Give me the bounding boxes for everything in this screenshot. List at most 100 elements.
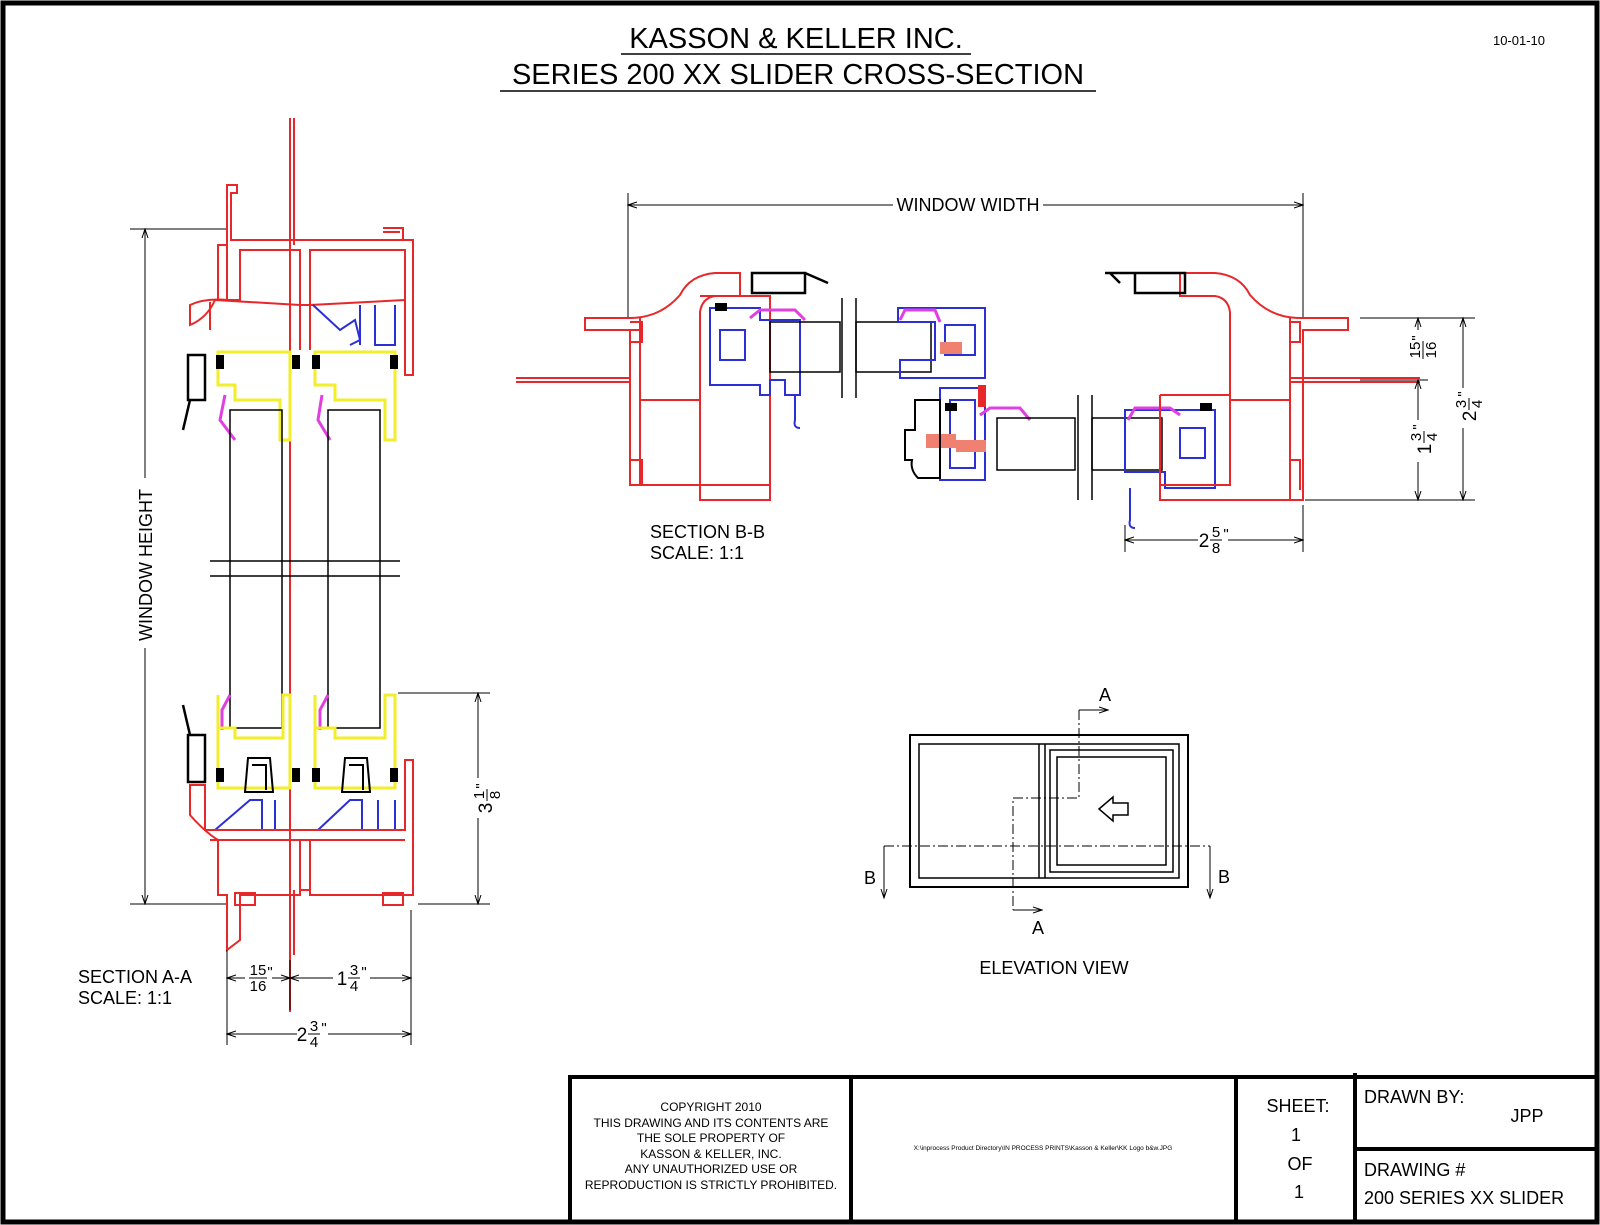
drawing-date: 10-01-10 xyxy=(1493,33,1545,48)
aa-head-gasket-right xyxy=(316,394,332,441)
aa-dim-b-unit: " xyxy=(361,964,366,981)
aa-glass-left xyxy=(229,409,283,729)
aa-dim-a-text: 15 16 " xyxy=(249,962,273,995)
bb-left-weatherstrip xyxy=(715,303,727,311)
aa-sill-gasket-right xyxy=(318,694,330,730)
aa-dim-c-num: 3 xyxy=(310,1018,318,1035)
aa-head-clip xyxy=(181,353,207,431)
bb-left-jamb-frame xyxy=(584,272,771,501)
bb-dim-b-num: 15 xyxy=(1407,342,1424,359)
elevation-view: A A B B ELEVATION VIEW xyxy=(864,685,1230,978)
bb-left-jamb-inner xyxy=(630,295,771,485)
aa-head-weatherstrip-4 xyxy=(390,355,398,369)
bb-dim-c-num: 3 xyxy=(1408,433,1425,441)
bb-dim-c-den: 4 xyxy=(1424,433,1441,441)
aa-sill-weatherstrip-1 xyxy=(216,768,224,782)
aa-dim-b-whole: 1 xyxy=(337,969,348,990)
window-width-label: WINDOW WIDTH xyxy=(897,195,1040,215)
bb-dim-a-unit: " xyxy=(1223,526,1228,543)
copyright-line-3: THE SOLE PROPERTY OF xyxy=(637,1131,785,1145)
aa-head-glazing-left xyxy=(216,350,292,442)
cut-a-top-label: A xyxy=(1099,685,1111,705)
bb-left-sash-blue xyxy=(709,307,801,429)
drawn-by-value: JPP xyxy=(1510,1106,1543,1126)
aa-sill-sash-blue xyxy=(214,799,396,831)
aa-dim-a-den: 16 xyxy=(250,978,267,995)
copyright-line-6: REPRODUCTION IS STRICTLY PROHIBITED. xyxy=(585,1178,837,1192)
bb-meeting-latch xyxy=(978,385,986,407)
bb-meeting-pin-upper xyxy=(940,342,962,354)
aa-dim-a-num: 15 xyxy=(250,962,267,979)
aa-dim-d-unit: " xyxy=(473,783,490,788)
bb-right-gasket xyxy=(1126,406,1181,421)
aa-head-frame xyxy=(189,184,414,376)
aa-sill-glazing-right xyxy=(313,693,397,790)
bb-left-gasket xyxy=(749,308,807,322)
elevation-sash-outer xyxy=(1049,749,1174,873)
aa-dim-b-num: 3 xyxy=(350,962,358,979)
cut-b-right-label: B xyxy=(1218,867,1230,887)
aa-dim-c-text: 2 3 4 " xyxy=(297,1018,327,1051)
bb-dim-d-whole: 2 xyxy=(1460,411,1481,422)
aa-head-weatherstrip-2 xyxy=(292,355,300,369)
section-bb-scale: SCALE: 1:1 xyxy=(650,543,744,563)
bb-left-glass xyxy=(769,321,841,373)
elevation-label: ELEVATION VIEW xyxy=(979,958,1128,978)
aa-dim-b-text: 1 3 4 " xyxy=(337,962,367,995)
copyright-line-5: ANY UNAUTHORIZED USE OR xyxy=(625,1162,798,1176)
bb-meeting-glass-upper xyxy=(855,321,932,373)
aa-head-weatherstrip-3 xyxy=(312,355,320,369)
section-bb: WINDOW WIDTH xyxy=(516,193,1486,563)
header: KASSON & KELLER INC. SERIES 200 XX SLIDE… xyxy=(500,23,1545,92)
drawing-number-label: DRAWING # xyxy=(1364,1160,1465,1180)
bb-meeting-gasket-lower xyxy=(979,406,1032,421)
copyright-line-4: KASSON & KELLER, INC. xyxy=(640,1147,781,1161)
bb-left-jamb-stops xyxy=(630,321,643,485)
elevation-sash-inner xyxy=(1056,756,1167,866)
aa-dim-a-unit: " xyxy=(267,964,272,981)
bb-dim-c-text: 1 3 4 " xyxy=(1408,424,1441,454)
bb-dim-b-text: 15 16 " xyxy=(1407,335,1440,359)
aa-head-frame-inner xyxy=(217,193,228,300)
slide-arrow-icon xyxy=(1097,795,1129,823)
bb-dim-c-whole: 1 xyxy=(1415,444,1436,455)
sheet-total: 1 xyxy=(1294,1182,1304,1202)
aa-sill-frame xyxy=(189,759,414,953)
aa-glass-right xyxy=(327,409,381,729)
aa-dim-d-den: 8 xyxy=(487,791,504,799)
aa-head-stops xyxy=(383,227,404,240)
section-aa-label: SECTION A-A xyxy=(78,967,192,987)
bb-meeting-weatherstrip xyxy=(945,403,957,411)
bb-dim-c-unit: " xyxy=(1410,424,1427,429)
bb-right-glass-inner xyxy=(996,417,1076,471)
aa-dim-d-text: 3 1 8 " xyxy=(471,783,504,813)
bb-meeting-pin-lower-2 xyxy=(956,440,986,452)
aa-dim-d-num: 1 xyxy=(471,791,488,799)
bb-meeting-lock xyxy=(904,399,941,479)
bb-dim-a-num: 5 xyxy=(1212,524,1220,541)
window-height-label: WINDOW HEIGHT xyxy=(136,489,156,641)
bb-dim-b-unit: " xyxy=(1409,335,1426,340)
aa-sill-weatherstrip-3 xyxy=(312,768,320,782)
aa-sill-roller-left xyxy=(243,757,275,793)
bb-right-glass xyxy=(1091,417,1163,471)
section-bb-label: SECTION B-B xyxy=(650,522,765,542)
aa-head-sash-blue xyxy=(312,304,396,346)
elevation-outer-frame xyxy=(909,734,1189,888)
elevation-inner-frame xyxy=(918,743,1180,879)
aa-head-glazing-right xyxy=(313,350,397,442)
aa-sill-clip xyxy=(181,704,207,784)
sheet-number: 1 xyxy=(1291,1125,1301,1145)
bb-dim-d-unit: " xyxy=(1455,391,1472,396)
bb-dim-b-den: 16 xyxy=(1423,342,1440,359)
bb-left-screen xyxy=(750,271,829,295)
bb-right-sash-blue xyxy=(1124,409,1216,529)
aa-sill-glazing-left xyxy=(216,693,292,790)
aa-dim-c-den: 4 xyxy=(310,1034,318,1051)
drawn-by-label: DRAWN BY: xyxy=(1364,1087,1464,1107)
bb-dim-d-text: 2 3 4 " xyxy=(1453,391,1486,421)
aa-dim-c-unit: " xyxy=(321,1020,326,1037)
aa-head-gasket-left xyxy=(218,394,237,441)
cut-line-a xyxy=(1012,710,1080,910)
